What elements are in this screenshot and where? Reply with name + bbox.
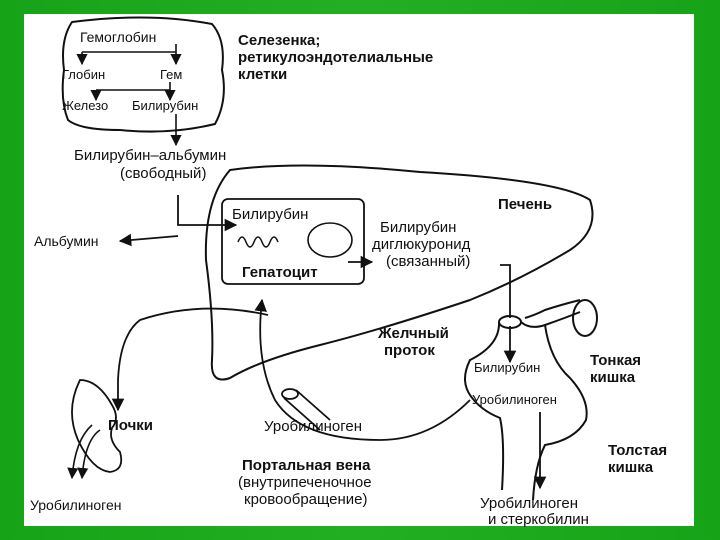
kidney-circulation <box>111 307 269 412</box>
label-portal-vein: Портальная вена <box>242 457 371 474</box>
label-bilirubin-spleen: Билирубин <box>132 98 198 113</box>
label-spleen: Селезенка; <box>238 32 320 49</box>
label-small-intestine-1: Тонкая <box>590 352 641 369</box>
label-urobilinogen-portal: Уробилиноген <box>264 418 362 435</box>
spleen-cell-outline <box>61 16 225 133</box>
label-circulation: кровообращение) <box>244 491 368 508</box>
label-heme: Гем <box>160 67 182 82</box>
label-hepatocyte: Гепатоцит <box>242 264 318 281</box>
kidney-outline <box>71 379 123 473</box>
label-reticuloendothelial: ретикулоэндотелиальные <box>238 49 433 66</box>
label-cells: клетки <box>238 66 287 83</box>
urine-arrows <box>67 424 101 480</box>
label-bilirubin-gut: Билирубин <box>474 360 540 375</box>
label-urobilinogen-gut: Уробилиноген <box>472 392 557 407</box>
label-large-intestine-2: кишка <box>608 459 654 476</box>
label-iron: Железо <box>62 98 108 113</box>
liver-outline <box>204 164 594 381</box>
label-liver: Печень <box>498 196 552 213</box>
label-large-intestine-1: Толстая <box>608 442 667 459</box>
label-final-urobilinogen: Уробилиноген <box>480 495 578 512</box>
label-free: (свободный) <box>120 165 206 182</box>
label-bilirubin-albumin: Билирубин–альбумин <box>74 147 226 164</box>
label-bile-duct-2: проток <box>384 342 435 359</box>
diagram-panel <box>24 14 694 526</box>
label-diglucuronide-1: Билирубин <box>380 219 456 236</box>
label-intrahepatic: (внутрипеченочное <box>238 474 372 491</box>
label-urobilinogen-kidney: Уробилиноген <box>30 497 122 513</box>
hepatocyte-box <box>221 198 365 285</box>
bile-flow-arrows <box>348 255 511 318</box>
label-bile-duct-1: Желчный <box>377 325 449 342</box>
blood-to-liver-arrow <box>118 195 238 247</box>
label-small-intestine-2: кишка <box>590 369 636 386</box>
spleen-arrows <box>76 44 182 147</box>
portal-vein <box>254 298 471 441</box>
label-diglucuronide-2: диглюкуронид <box>372 236 471 253</box>
label-stercobilin: и стеркобилин <box>488 511 589 528</box>
label-globin: Глобин <box>62 67 105 82</box>
label-kidneys: Почки <box>108 417 153 434</box>
hepatocyte-nucleus <box>307 222 353 258</box>
label-bilirubin-cell: Билирубин <box>232 206 308 223</box>
label-albumin: Альбумин <box>34 233 99 249</box>
label-hemoglobin: Гемоглобин <box>80 29 156 45</box>
endoplasmic-reticulum <box>237 236 279 248</box>
label-conjugated: (связанный) <box>386 253 470 270</box>
